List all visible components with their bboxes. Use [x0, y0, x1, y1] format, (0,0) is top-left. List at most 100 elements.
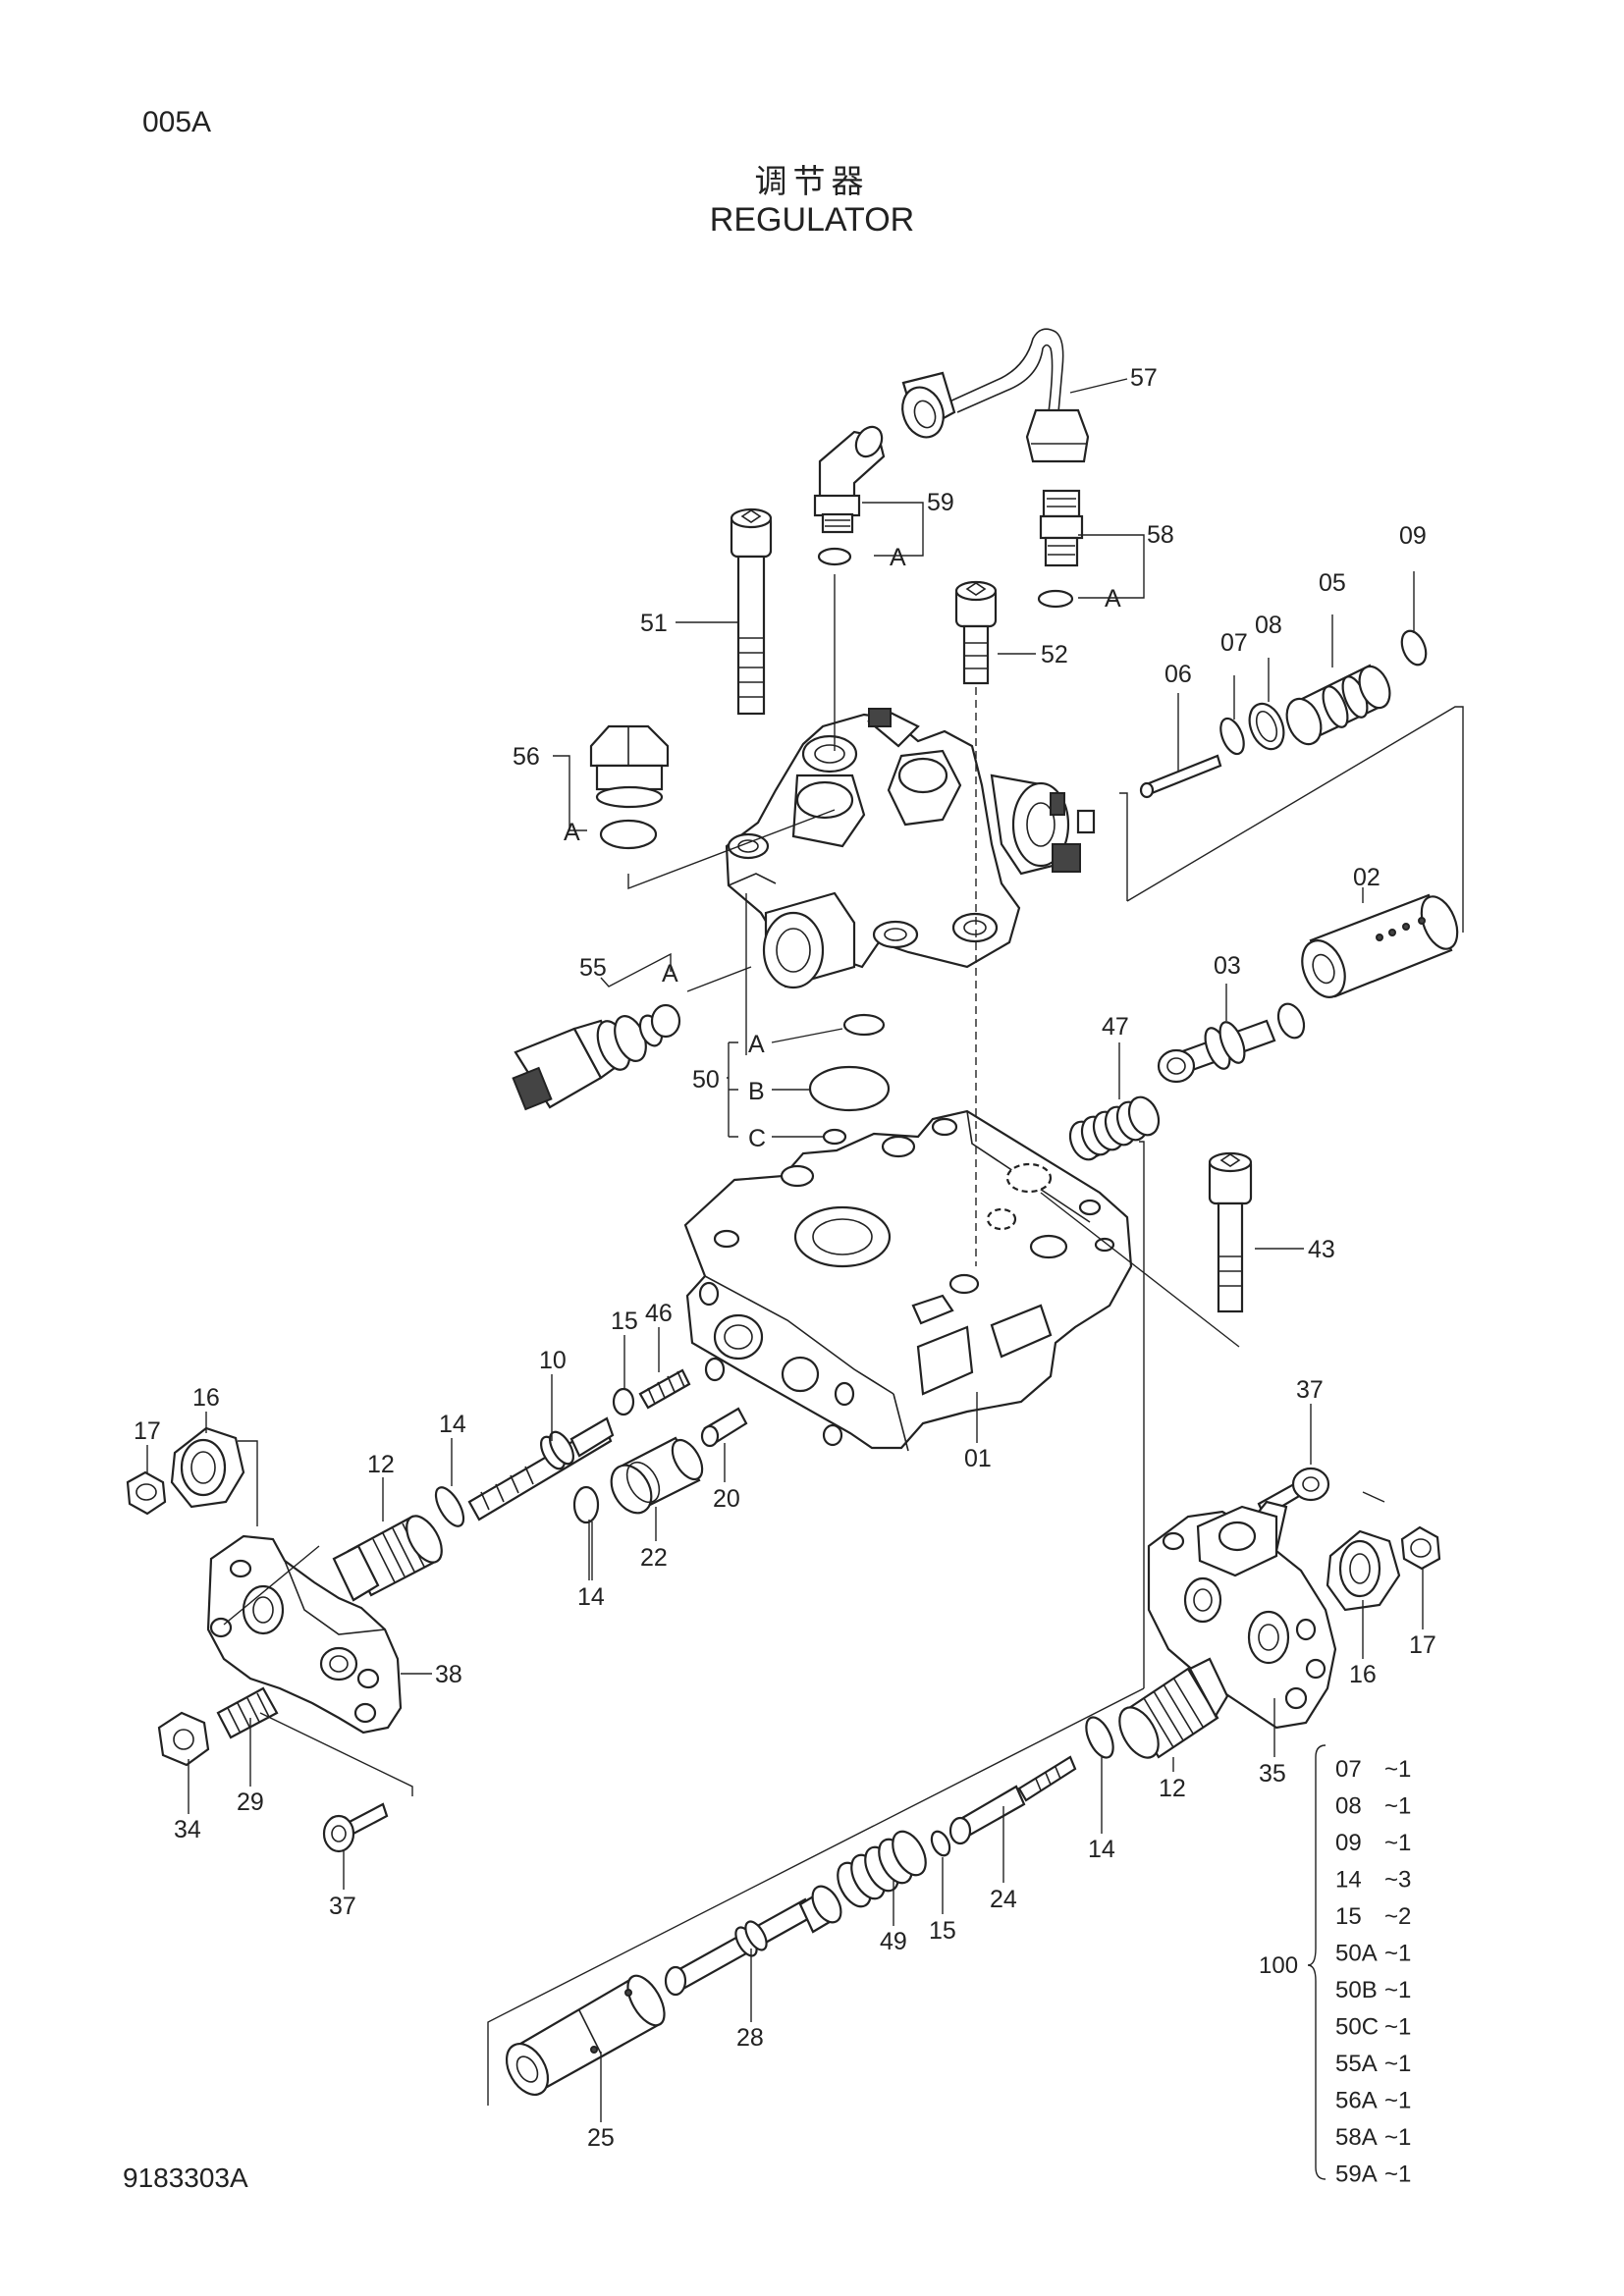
- callout-03: 03: [1214, 952, 1241, 980]
- callout-55-a: A: [662, 960, 678, 988]
- kit-item-part: 08: [1335, 1793, 1362, 1820]
- callout-47: 47: [1102, 1013, 1129, 1041]
- callout-10: 10: [539, 1347, 567, 1374]
- part-46-spring: [638, 1368, 691, 1410]
- kit-item-qty: ~1: [1384, 2088, 1411, 2114]
- kit-item-qty: ~1: [1384, 2014, 1411, 2041]
- kit-item-qty: ~1: [1384, 1830, 1411, 1856]
- part-07-ring: [1219, 717, 1245, 756]
- part-17-cap-right: [1400, 1525, 1441, 1571]
- drawing-number: 9183303A: [123, 2163, 248, 2193]
- kit-item-part: 58A: [1335, 2124, 1378, 2151]
- callout-16-right: 16: [1349, 1661, 1377, 1688]
- callout-50-c: C: [748, 1125, 766, 1152]
- page-code: 005A: [142, 106, 212, 138]
- callout-35: 35: [1259, 1760, 1286, 1788]
- callout-07: 07: [1220, 629, 1248, 657]
- part-14-o-ring-mid: [572, 1485, 600, 1524]
- kit-rows: 07~108~109~114~315~250A~150B~150C~155A~1…: [1335, 1756, 1411, 2188]
- part-37-bolt-left: [322, 1802, 389, 1853]
- callout-56: 56: [513, 743, 540, 771]
- part-22-piston: [610, 1436, 704, 1515]
- kit-item-part: 09: [1335, 1830, 1362, 1856]
- callout-15-bottom: 15: [929, 1917, 956, 1945]
- kit-item-part: 15: [1335, 1903, 1362, 1930]
- kit-item-part: 50A: [1335, 1941, 1378, 1967]
- callout-17-left: 17: [134, 1417, 161, 1445]
- part-51-bolt: [730, 507, 773, 716]
- part-03-spool: [1157, 1002, 1306, 1084]
- part-10-spool: [467, 1416, 615, 1522]
- callout-02: 02: [1353, 864, 1380, 891]
- callout-08: 08: [1255, 612, 1282, 639]
- callout-22: 22: [640, 1544, 668, 1572]
- part-28-spool: [664, 1885, 842, 1997]
- part-52-bolt: [954, 580, 998, 685]
- assembly-lines: [223, 574, 1464, 2106]
- part-12-adjust-screw-right: [1118, 1657, 1229, 1759]
- kit-number: 100: [1259, 1952, 1298, 1979]
- callout-56-a: A: [564, 819, 580, 846]
- callout-51: 51: [640, 610, 668, 637]
- part-05-piston: [1285, 664, 1391, 746]
- callout-25: 25: [587, 2124, 615, 2152]
- callout-28: 28: [736, 2024, 764, 2052]
- part-16-nut-right: [1326, 1529, 1401, 1612]
- kit-item-qty: ~1: [1384, 2051, 1411, 2077]
- part-08-seal: [1248, 702, 1285, 751]
- title-english: REGULATOR: [709, 201, 915, 239]
- kit-item-qty: ~1: [1384, 1756, 1411, 1783]
- callout-59-a: A: [890, 544, 906, 571]
- part-43-bolt: [1208, 1151, 1253, 1313]
- part-34-nut: [157, 1711, 210, 1767]
- part-55-pressure-sensor: [512, 1003, 681, 1111]
- kit-item-qty: ~1: [1384, 1941, 1411, 1967]
- title-chinese: 调节器: [754, 162, 870, 200]
- callout-52: 52: [1041, 641, 1068, 668]
- callout-14-bottom: 14: [1088, 1836, 1115, 1863]
- callout-59: 59: [927, 489, 954, 516]
- part-25-sleeve: [505, 1974, 666, 2096]
- callout-55: 55: [579, 954, 607, 982]
- callout-14-mid: 14: [577, 1583, 605, 1611]
- kit-item-part: 56A: [1335, 2088, 1378, 2114]
- part-06-pin: [1139, 754, 1222, 799]
- callout-37-left: 37: [329, 1893, 356, 1920]
- callout-12-left: 12: [367, 1451, 395, 1478]
- callout-labels: 57 59 A 58 A 09 51 52 05 08 07 06 56 A 0…: [134, 364, 1436, 2152]
- part-58-union: [1037, 489, 1084, 609]
- callout-15-top: 15: [611, 1308, 638, 1335]
- part-24-spool: [948, 1755, 1077, 1845]
- callout-09: 09: [1399, 522, 1427, 550]
- kit-item-part: 50B: [1335, 1977, 1378, 2003]
- kit-item-qty: ~1: [1384, 2162, 1411, 2188]
- callout-58-a: A: [1105, 585, 1121, 613]
- callout-20: 20: [713, 1485, 740, 1513]
- callout-05: 05: [1319, 569, 1346, 597]
- part-20-pin: [700, 1407, 748, 1448]
- callout-43: 43: [1308, 1236, 1335, 1263]
- callout-12-right: 12: [1159, 1775, 1186, 1802]
- part-47-spring: [1068, 1095, 1161, 1161]
- callout-57: 57: [1130, 364, 1158, 392]
- part-59-elbow: [813, 425, 886, 566]
- callout-06: 06: [1164, 661, 1192, 688]
- callout-29: 29: [237, 1789, 264, 1816]
- part-02-sleeve: [1301, 893, 1459, 998]
- callout-50-a: A: [748, 1031, 765, 1058]
- part-16-nut-left: [170, 1426, 245, 1509]
- kit-100-list: 100 07~108~109~114~315~250A~150B~150C~15…: [1259, 1744, 1411, 2188]
- leader-lines: [146, 378, 1424, 2122]
- kit-item-qty: ~1: [1384, 1977, 1411, 2003]
- callout-50: 50: [692, 1066, 720, 1094]
- kit-item-part: 55A: [1335, 2051, 1378, 2077]
- part-57-pipe: [901, 328, 1090, 463]
- part-14-o-ring-top: [434, 1486, 465, 1527]
- kit-item-qty: ~1: [1384, 2124, 1411, 2151]
- part-09-ring: [1400, 629, 1428, 667]
- kit-item-part: 50C: [1335, 2014, 1379, 2041]
- kit-item-part: 59A: [1335, 2162, 1378, 2188]
- kit-item-qty: ~3: [1384, 1867, 1411, 1894]
- callout-38: 38: [435, 1661, 462, 1688]
